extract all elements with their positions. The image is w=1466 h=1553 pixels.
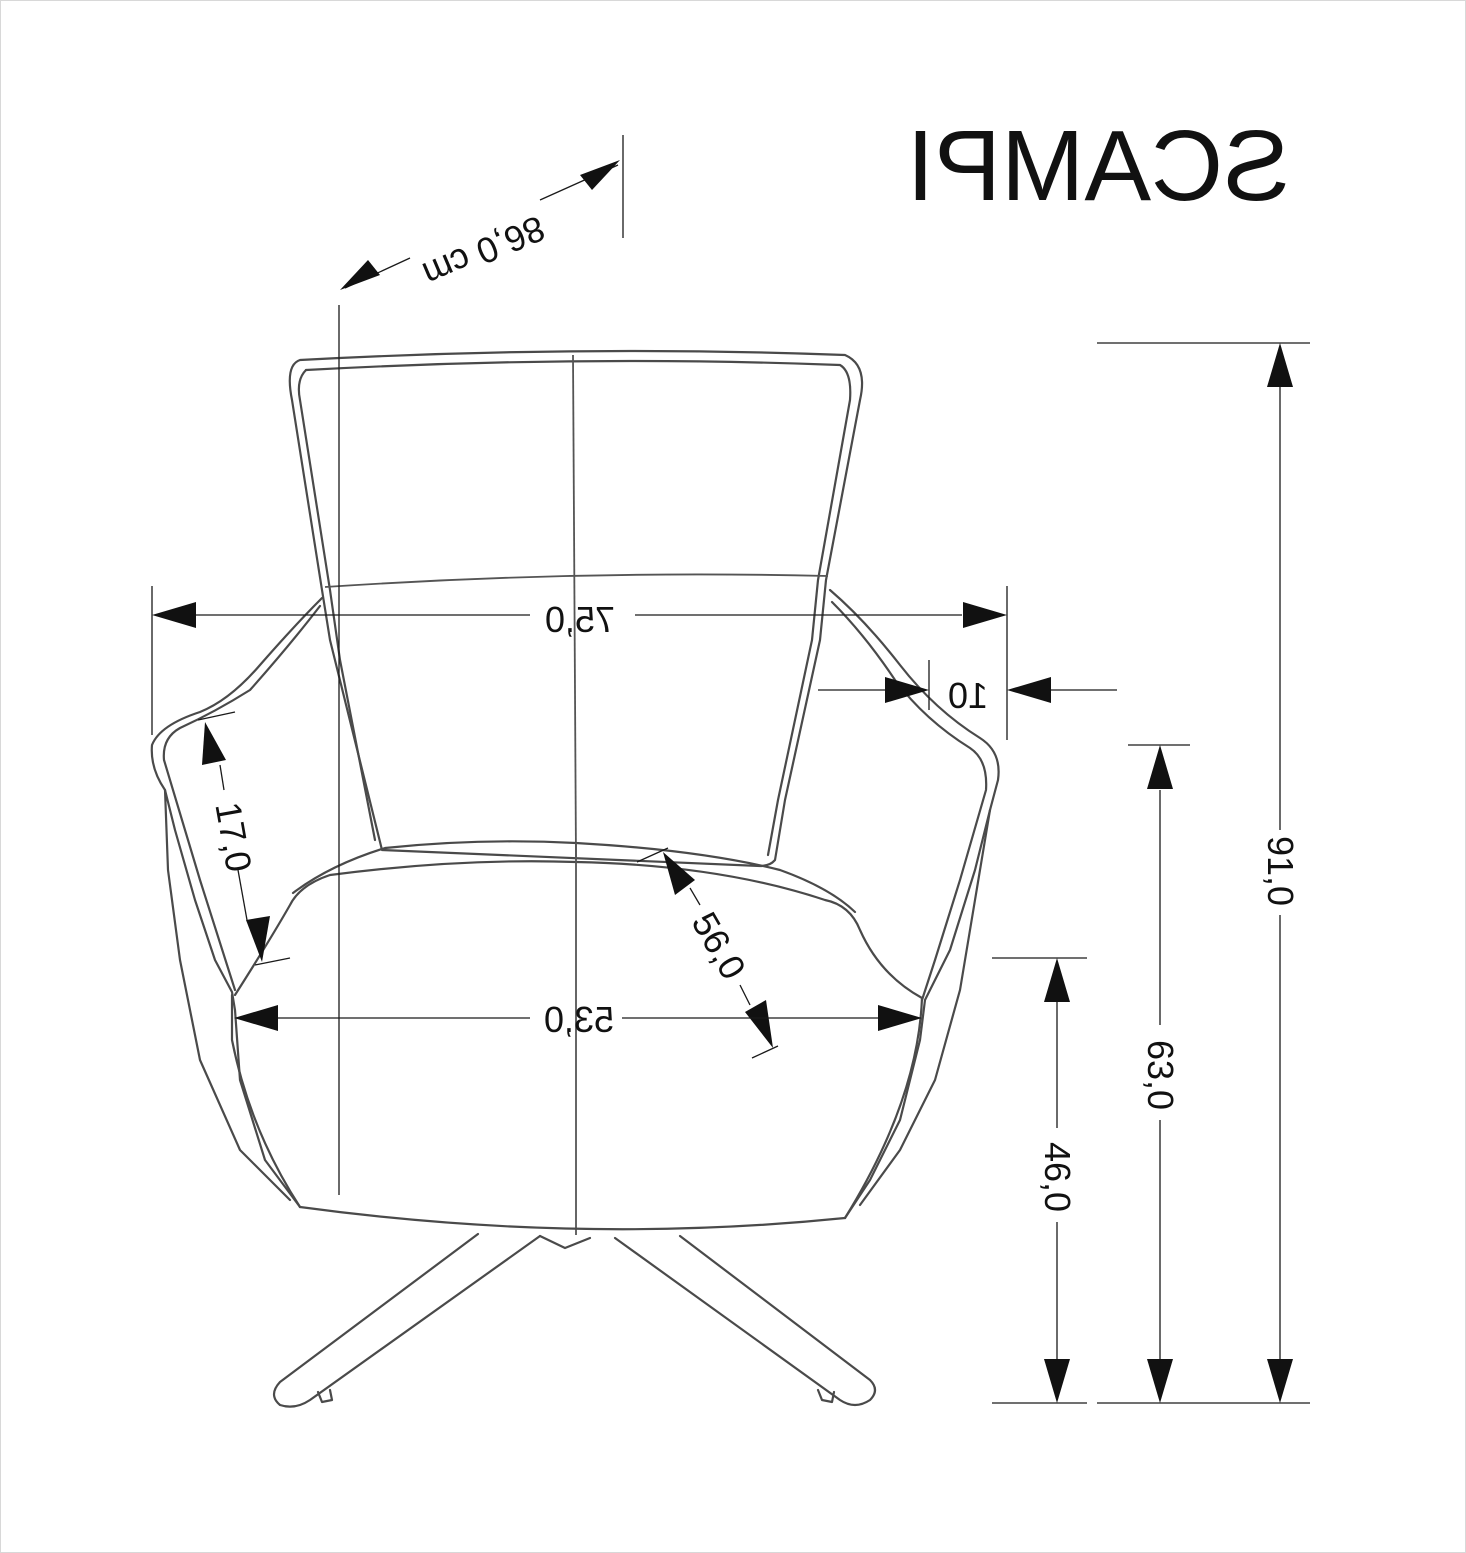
foot-right	[816, 1388, 836, 1404]
backrest-inner-outline	[304, 359, 852, 857]
label-total-width: 75,0	[545, 599, 615, 640]
left-side-panel	[163, 788, 292, 1202]
dimension-seat-width: 53,0	[234, 999, 922, 1040]
right-armrest-outline	[828, 588, 1000, 1220]
backrest-outline	[288, 349, 864, 868]
label-seat-depth: 56,0	[684, 905, 755, 986]
label-armrest-width: 10	[948, 675, 988, 716]
leg-left	[272, 1232, 542, 1408]
label-seat-height: 46,0	[1037, 1142, 1078, 1212]
dimension-seat-depth: 56,0	[636, 847, 779, 1059]
label-armrest-height: 17,0	[207, 799, 260, 875]
left-armrest-inner	[162, 604, 322, 992]
label-seat-width: 53,0	[544, 999, 614, 1040]
dimension-total-width: 75,0	[151, 586, 1008, 740]
seat-cushion-top	[291, 840, 857, 914]
leg-center-plate	[538, 1234, 592, 1250]
seat-base-skirt-right	[843, 996, 924, 1220]
dimension-seat-height: 46,0	[992, 957, 1087, 1404]
seat-base-outline	[298, 1205, 847, 1231]
right-armrest-inner	[830, 600, 988, 1002]
label-total-height: 91,0	[1260, 836, 1301, 906]
product-title: SCAMPI	[907, 110, 1290, 222]
dimension-armrest-width: 10	[818, 660, 1117, 716]
backrest-horizontal-seam	[324, 573, 829, 588]
dimension-armrest-floor-height: 63,0	[1128, 744, 1190, 1403]
foot-left	[316, 1388, 334, 1404]
chair-drawing	[150, 349, 1000, 1408]
left-armrest-outline	[150, 596, 324, 1209]
right-side-panel	[858, 808, 992, 1207]
seat-base-skirt	[230, 993, 302, 1209]
leg-right	[613, 1234, 877, 1407]
seat-cushion-outline	[233, 860, 924, 1000]
backrest-inner-left	[297, 368, 377, 842]
label-armrest-floor-height: 63,0	[1140, 1040, 1181, 1110]
dimension-total-height: 91,0	[1097, 342, 1310, 1404]
label-depth: 86,0 cm	[417, 208, 551, 296]
backrest-center-seam	[572, 354, 577, 861]
